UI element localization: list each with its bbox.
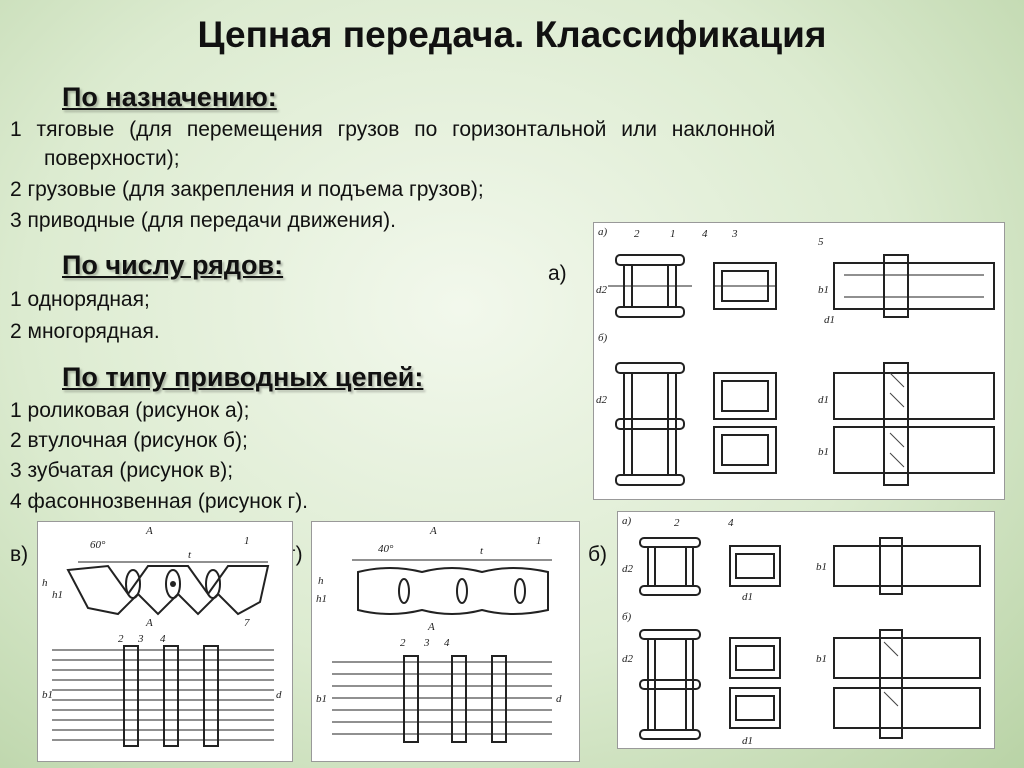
svg-text:A: A (427, 621, 435, 633)
svg-text:а): а) (622, 515, 632, 527)
svg-text:A: A (145, 617, 153, 629)
svg-text:d: d (556, 693, 562, 705)
shaped-link-chain-drawing: A 40° t 1 h h1 A 2 3 4 b1 d (311, 521, 580, 762)
svg-text:3: 3 (137, 633, 144, 645)
svg-text:d1: d1 (818, 394, 829, 406)
purpose-item-2: 2 грузовые (для закрепления и подъема гр… (10, 178, 484, 201)
svg-text:h: h (318, 575, 324, 587)
figure-label-v: в) (10, 543, 29, 566)
svg-text:d2: d2 (596, 394, 608, 406)
svg-text:2: 2 (400, 637, 406, 649)
rows-item-2: 2 многорядная. (10, 320, 160, 343)
svg-text:d2: d2 (622, 563, 634, 575)
purpose-item-1: 1 тяговые (для перемещения грузов по гор… (10, 118, 776, 141)
svg-text:b1: b1 (816, 561, 827, 573)
toothed-chain-drawing: A 60° t 1 h h1 A 7 2 3 4 b1 d (37, 521, 293, 762)
svg-text:b1: b1 (818, 284, 829, 296)
svg-text:40°: 40° (378, 543, 394, 555)
heading-types: По типу приводных цепей: (62, 362, 424, 392)
svg-text:2: 2 (118, 633, 124, 645)
svg-text:4: 4 (728, 517, 734, 529)
svg-text:б): б) (598, 332, 608, 344)
svg-text:1: 1 (670, 228, 676, 240)
svg-text:b1: b1 (816, 653, 827, 665)
roller-chain-drawing: а) 2 1 4 3 5 d2 b1 d1 б) d2 (593, 222, 1005, 500)
svg-text:1: 1 (244, 535, 250, 547)
svg-text:2: 2 (674, 517, 680, 529)
svg-text:3: 3 (731, 228, 738, 240)
svg-text:h1: h1 (316, 593, 327, 605)
bushing-chain-drawing: а) 2 4 d2 d1 b1 б) d2 d1 b1 (617, 511, 995, 749)
svg-text:4: 4 (160, 633, 166, 645)
svg-text:h1: h1 (52, 589, 63, 601)
figure-label-b: б) (588, 543, 608, 566)
types-item-2: 2 втулочная (рисунок б); (10, 429, 248, 452)
svg-text:60°: 60° (90, 539, 106, 551)
figure-label-a: а) (548, 262, 567, 285)
svg-text:1: 1 (536, 535, 542, 547)
svg-text:d1: d1 (742, 591, 753, 603)
types-item-1: 1 роликовая (рисунок а); (10, 399, 250, 422)
svg-text:b1: b1 (818, 446, 829, 458)
svg-text:d: d (276, 689, 282, 701)
svg-text:A: A (145, 525, 153, 537)
svg-text:t: t (188, 549, 192, 561)
svg-text:5: 5 (818, 236, 824, 248)
svg-text:d2: d2 (596, 284, 608, 296)
svg-text:7: 7 (244, 617, 250, 629)
rows-item-1: 1 однорядная; (10, 288, 150, 311)
svg-text:а): а) (598, 226, 608, 238)
svg-text:b1: b1 (316, 693, 327, 705)
svg-text:d1: d1 (824, 314, 835, 326)
heading-rows: По числу рядов: (62, 250, 284, 280)
svg-text:d2: d2 (622, 653, 634, 665)
svg-text:t: t (480, 545, 484, 557)
svg-text:d1: d1 (742, 735, 753, 747)
purpose-item-1-cont: поверхности); (44, 147, 180, 170)
svg-text:4: 4 (702, 228, 708, 240)
types-item-4: 4 фасоннозвенная (рисунок г). (10, 490, 309, 513)
svg-text:4: 4 (444, 637, 450, 649)
svg-text:2: 2 (634, 228, 640, 240)
svg-text:A: A (429, 525, 437, 537)
svg-text:h: h (42, 577, 48, 589)
purpose-item-3: 3 приводные (для передачи движения). (10, 209, 396, 232)
svg-text:b1: b1 (42, 689, 53, 701)
slide-title: Цепная передача. Классификация (197, 14, 827, 55)
types-item-3: 3 зубчатая (рисунок в); (10, 459, 234, 482)
svg-text:3: 3 (423, 637, 430, 649)
heading-purpose: По назначению: (62, 82, 277, 112)
svg-text:б): б) (622, 611, 632, 623)
